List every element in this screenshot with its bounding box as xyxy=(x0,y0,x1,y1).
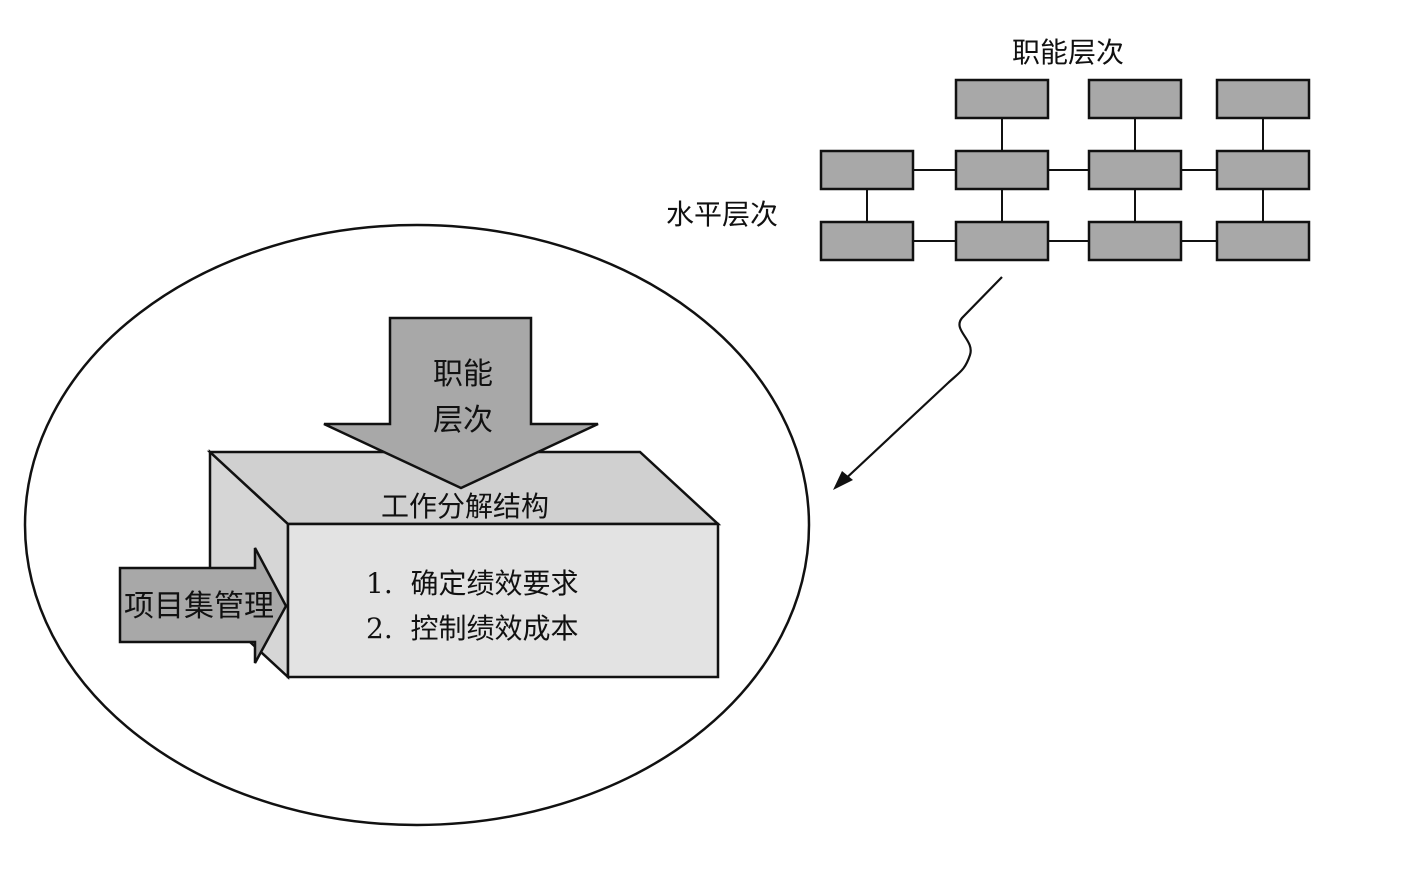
program-management-label: 项目集管理 xyxy=(124,589,274,624)
grid-box xyxy=(819,220,915,262)
program-management-arrow xyxy=(118,547,288,664)
grid-box xyxy=(954,149,1050,191)
grid-boxes xyxy=(819,78,1311,262)
wbs-item-1: 1. 确定绩效要求 xyxy=(366,567,579,600)
grid-box xyxy=(954,220,1050,262)
horizontal-levels-label: 水平层次 xyxy=(666,198,778,231)
connector-arrow xyxy=(839,276,1003,485)
grid-connectors xyxy=(866,118,1264,242)
functional-levels-arrow xyxy=(323,316,599,490)
wbs-item-2: 2. 控制绩效成本 xyxy=(366,612,579,645)
functional-arrow-label-line1: 职能 xyxy=(433,357,493,392)
grid-box xyxy=(1215,149,1311,191)
grid-box xyxy=(954,78,1050,120)
wbs-title: 工作分解结构 xyxy=(381,490,549,523)
grid-box xyxy=(1087,149,1183,191)
connector-arrowhead xyxy=(833,471,853,490)
grid-box xyxy=(1087,220,1183,262)
functional-arrow-label-line2: 层次 xyxy=(433,403,493,438)
grid-box xyxy=(1215,78,1311,120)
grid-box xyxy=(819,149,915,191)
scope-ellipse xyxy=(23,223,811,827)
grid-box xyxy=(1215,220,1311,262)
functional-levels-label: 职能层次 xyxy=(1012,36,1124,69)
grid-box xyxy=(1087,78,1183,120)
wbs-box-front xyxy=(286,522,720,679)
